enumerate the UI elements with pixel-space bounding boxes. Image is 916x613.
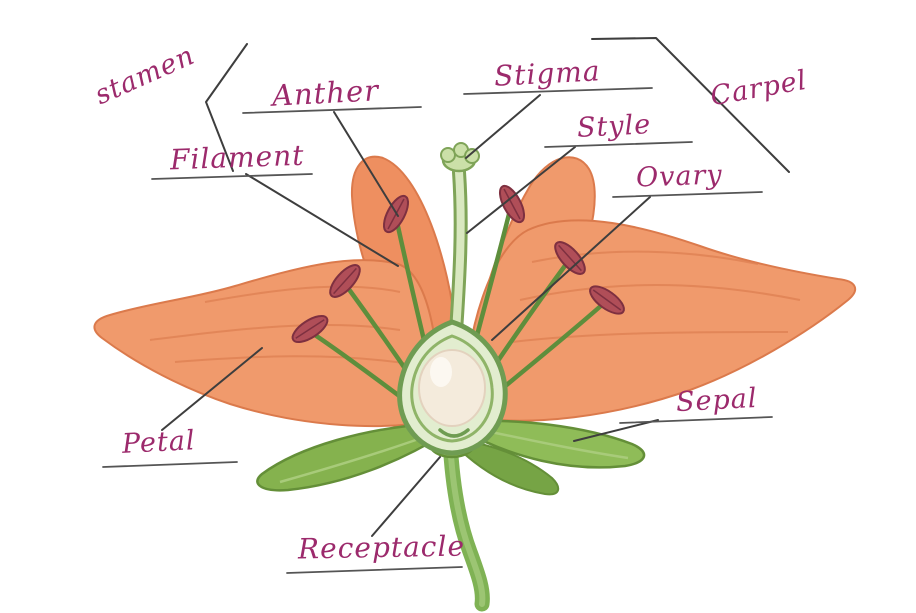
anthers: [291, 184, 625, 344]
flower-stem-highlight: [447, 437, 486, 607]
sepal-underline: [619, 416, 773, 424]
anther-underline: [242, 106, 422, 114]
sepal-front: [453, 438, 560, 496]
label-filament: Filament: [169, 138, 305, 177]
anther-leader-line: [333, 111, 399, 217]
label-stigma: Stigma: [493, 54, 602, 93]
petal-underline: [102, 461, 238, 468]
label-petal: Petal: [121, 425, 197, 460]
ovule-highlight: [430, 357, 452, 387]
ovary-base-curl: [438, 428, 470, 438]
style-underline: [544, 141, 693, 148]
receptacle-underline: [286, 566, 463, 574]
ovary-leader-line: [491, 196, 651, 341]
filament-underline: [151, 173, 313, 180]
stamen-bracket: [205, 43, 248, 172]
label-style: Style: [576, 109, 652, 144]
ovule: [418, 349, 486, 427]
stigma-leader-line: [465, 94, 541, 159]
answer-underlines: [102, 87, 773, 574]
sepal-leader-line: [573, 419, 659, 442]
label-receptacle: Receptacle: [297, 529, 466, 566]
filament-leader-line: [245, 173, 399, 267]
anther-5: [554, 241, 586, 275]
stigma: [440, 142, 480, 173]
petal-left-veins: [149, 285, 411, 365]
anther-4: [498, 184, 526, 224]
style-leader-line: [466, 146, 576, 234]
petal-right: [462, 219, 857, 422]
stigma-underline: [463, 87, 653, 95]
label-anther: Anther: [271, 73, 380, 113]
anther-6: [589, 285, 625, 315]
ovary-underline: [612, 191, 763, 198]
anther-3: [291, 314, 329, 344]
annotation-ink: [161, 37, 790, 537]
carpel-bracket: [591, 37, 790, 173]
style: [452, 168, 465, 336]
petal-leader-line: [161, 347, 263, 431]
petal-left: [93, 259, 442, 428]
label-ovary: Ovary: [635, 159, 724, 194]
ovary-inner-wall: [410, 334, 494, 443]
label-sepal: Sepal: [675, 382, 759, 419]
receptacle-leader-line: [371, 456, 441, 537]
anther-2: [329, 264, 361, 298]
